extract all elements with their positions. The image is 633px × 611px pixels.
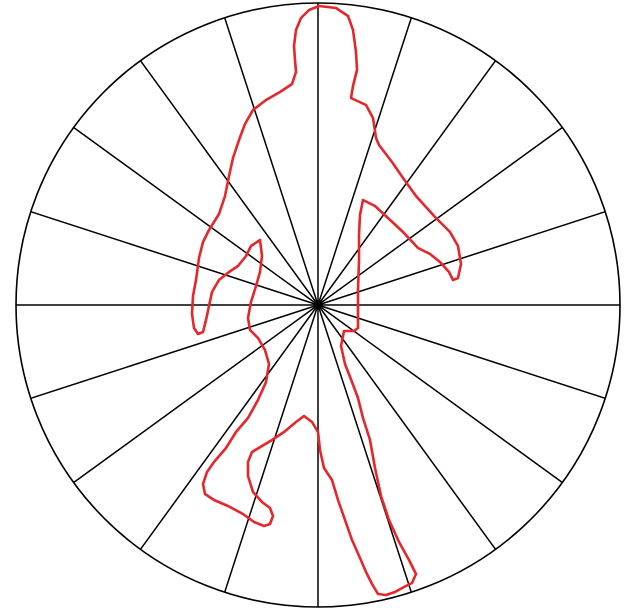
spoke-19: [140, 61, 318, 305]
spoke-9: [318, 305, 496, 549]
spoke-20: [225, 18, 318, 305]
radial-spokes: [16, 3, 620, 607]
spoke-15: [31, 305, 318, 398]
spoke-5: [318, 212, 605, 305]
spoke-12: [225, 305, 318, 592]
spoke-17: [31, 212, 318, 305]
spoke-2: [318, 18, 411, 305]
spoke-10: [318, 305, 411, 592]
human-silhouette-contour: [192, 6, 461, 595]
spoke-4: [318, 127, 562, 305]
spoke-7: [318, 305, 605, 398]
